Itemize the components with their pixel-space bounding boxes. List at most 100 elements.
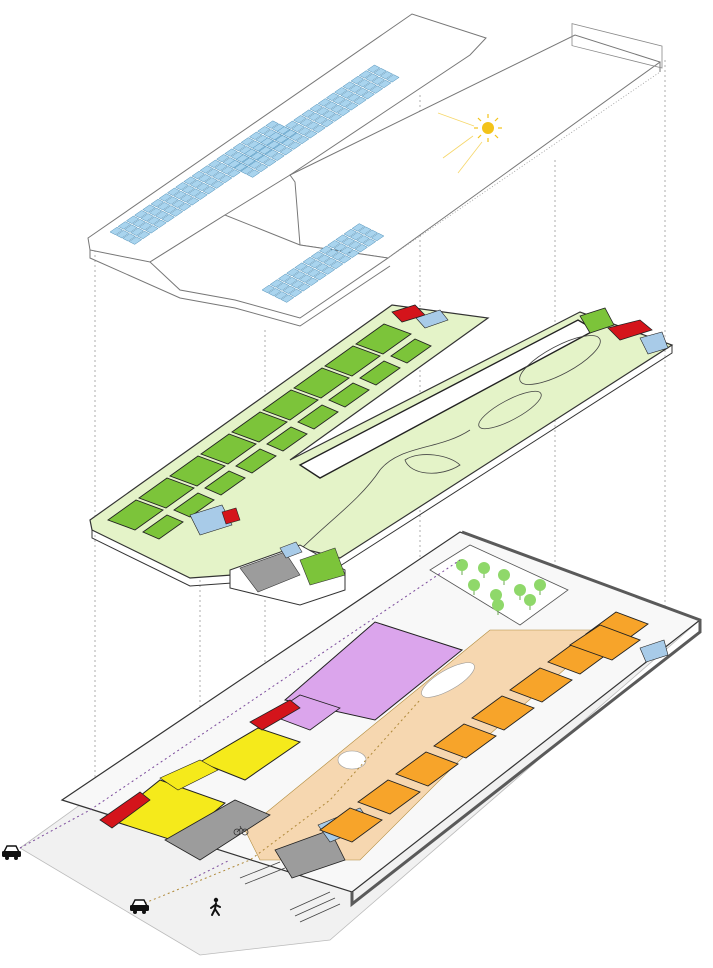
solar-panel (324, 101, 338, 110)
solar-panel (297, 283, 311, 292)
service-red-block (249, 699, 301, 731)
tree-icon (514, 584, 526, 600)
solar-panel (258, 146, 272, 155)
solar-panel (130, 227, 144, 236)
tree-icon (468, 579, 480, 595)
solar-panel (271, 152, 285, 161)
entrance-steps (239, 861, 341, 923)
solar-panel (204, 177, 218, 186)
solar-panel (163, 205, 177, 214)
classroom-green (231, 411, 288, 443)
solar-panel (371, 76, 385, 85)
solar-panel (361, 91, 375, 100)
solar-panel (294, 262, 308, 271)
solar-panel (305, 277, 319, 286)
solar-panel (312, 124, 326, 133)
solar-panel (276, 126, 291, 135)
hall-yellow (159, 759, 219, 791)
solar-panel (281, 138, 295, 147)
solar-panel (320, 119, 334, 128)
solar-panel (206, 168, 220, 177)
solar-panel (280, 294, 295, 303)
solar-panel (363, 82, 377, 91)
solar-panel (132, 218, 146, 228)
solar-panel (216, 154, 230, 163)
classroom-green (579, 307, 615, 334)
orange-classroom (569, 624, 641, 661)
solar-panel (150, 198, 164, 208)
solar-panel (173, 190, 187, 200)
solar-panel (240, 137, 255, 146)
classroom-green (328, 382, 370, 408)
solar-panel (207, 159, 222, 168)
solar-panel (140, 213, 154, 222)
solar-panel (233, 163, 248, 172)
solar-panel (246, 169, 261, 178)
tree-icon (524, 594, 536, 610)
solar-panel (314, 115, 328, 125)
classroom-green (138, 477, 195, 509)
roof-slab-south (149, 214, 390, 319)
solar-panel (248, 160, 262, 169)
solar-panel (109, 226, 123, 236)
solar-panel (145, 225, 159, 234)
solar-panel (177, 202, 192, 212)
solar-panel (256, 155, 271, 164)
classroom-green (293, 367, 350, 399)
solar-panel (232, 142, 246, 152)
solar-panel (197, 174, 212, 183)
solar-panel (362, 238, 377, 247)
solar-panel (318, 245, 333, 254)
upper-floor-layer (89, 304, 674, 606)
solar-panel (373, 67, 387, 77)
walk-path (139, 699, 421, 906)
solar-panel (325, 248, 339, 258)
outer-wall-dark (350, 530, 702, 908)
solar-panel (158, 193, 173, 202)
solar-panel (142, 204, 156, 213)
solar-panel (284, 120, 299, 129)
solar-panel (276, 282, 290, 291)
solar-panel (266, 140, 281, 149)
orange-classroom (319, 807, 383, 843)
solar-panel (340, 90, 354, 99)
classroom-green (262, 389, 319, 421)
classroom-green (390, 338, 432, 364)
service-red-block (607, 319, 653, 341)
solar-panel (138, 222, 153, 231)
solar-panel (260, 137, 274, 146)
solar-panel (325, 92, 340, 101)
service-blue-block (189, 504, 233, 536)
solar-panel (220, 166, 235, 175)
solar-panel (327, 240, 341, 249)
solar-panel (181, 185, 195, 194)
solar-panel (186, 197, 200, 206)
solar-panel (346, 249, 360, 258)
solar-panel (274, 135, 289, 144)
solar-panel (179, 194, 194, 203)
solar-panel (358, 70, 373, 79)
orange-classrooms (319, 611, 649, 843)
solar-panel (348, 240, 362, 250)
solar-panel (171, 199, 185, 208)
service-blue-block (415, 309, 449, 329)
solar-panel (290, 280, 305, 289)
annex-green (299, 547, 346, 586)
solar-panel (227, 159, 241, 169)
service-red-block (99, 791, 151, 829)
solar-panel (155, 210, 169, 220)
solar-panel (210, 180, 225, 189)
solar-panel (124, 224, 138, 233)
solar-panel (263, 158, 277, 167)
classroom-green (297, 404, 339, 430)
solar-panel (369, 85, 384, 94)
solar-panel (315, 107, 330, 116)
solar-panel (136, 230, 151, 240)
solar-panel (323, 257, 337, 266)
orange-classroom (471, 695, 535, 731)
solar-panel (298, 274, 313, 283)
solar-panel (122, 233, 136, 242)
solar-panel (165, 196, 179, 205)
service-grey (164, 799, 271, 861)
